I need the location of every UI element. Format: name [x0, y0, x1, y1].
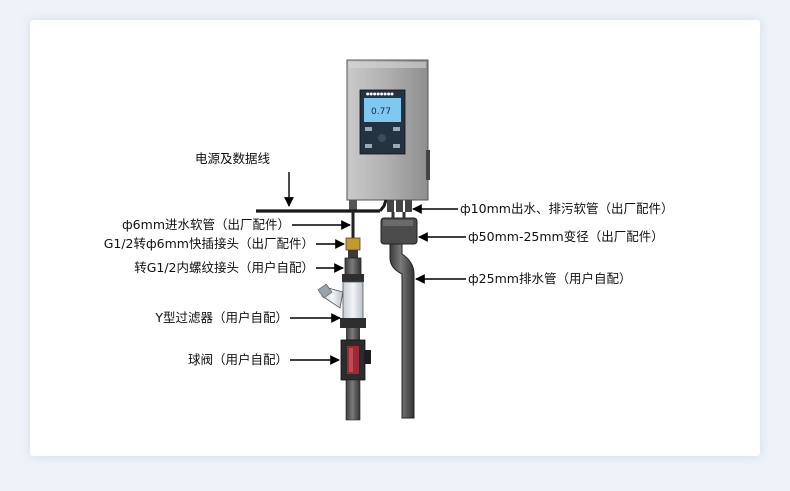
key-button[interactable]: [393, 144, 400, 148]
inlet-pipe-mid: [346, 328, 360, 340]
label-outlet-drain-hose: ф10mm出水、排污软管（出厂配件）: [460, 201, 673, 216]
y-filter: [317, 281, 366, 328]
ball-valve: [340, 339, 371, 381]
nav-button[interactable]: [378, 134, 386, 142]
inlet-pipe-bottom: [345, 379, 361, 421]
key-button[interactable]: [393, 127, 400, 131]
power-data-cable: [256, 199, 388, 213]
quick-connector: [345, 237, 361, 258]
label-quick-connector: G1/2转ф6mm快插接头（出厂配件）: [104, 236, 314, 251]
key-button[interactable]: [365, 127, 372, 131]
label-inlet-hose: ф6mm进水软管（出厂配件）: [122, 217, 290, 232]
label-threaded-connector: 转G1/2内螺纹接头（用户自配）: [134, 260, 314, 275]
label-power-data-cable: 电源及数据线: [195, 151, 271, 166]
label-y-filter: Y型过滤器（用户自配）: [154, 310, 288, 325]
label-drain-pipe: ф25mm排水管（用户自配）: [468, 271, 631, 286]
threaded-connector: [342, 257, 364, 282]
screen-value: 0.77: [371, 107, 391, 117]
drain-pipe: [389, 243, 415, 419]
brand-text: ●●●●●●●●: [366, 91, 394, 96]
leader-arrows: [284, 172, 466, 365]
bottom-fittings: [349, 200, 412, 212]
display-screen: [364, 98, 401, 122]
label-ball-valve: 球阀（用户自配）: [188, 352, 288, 367]
key-button[interactable]: [365, 144, 372, 148]
label-reducer: ф50mm-25mm变径（出厂配件）: [468, 229, 664, 244]
reducer: [380, 212, 418, 245]
control-panel: ●●●●●●●● 0.77: [359, 89, 406, 155]
